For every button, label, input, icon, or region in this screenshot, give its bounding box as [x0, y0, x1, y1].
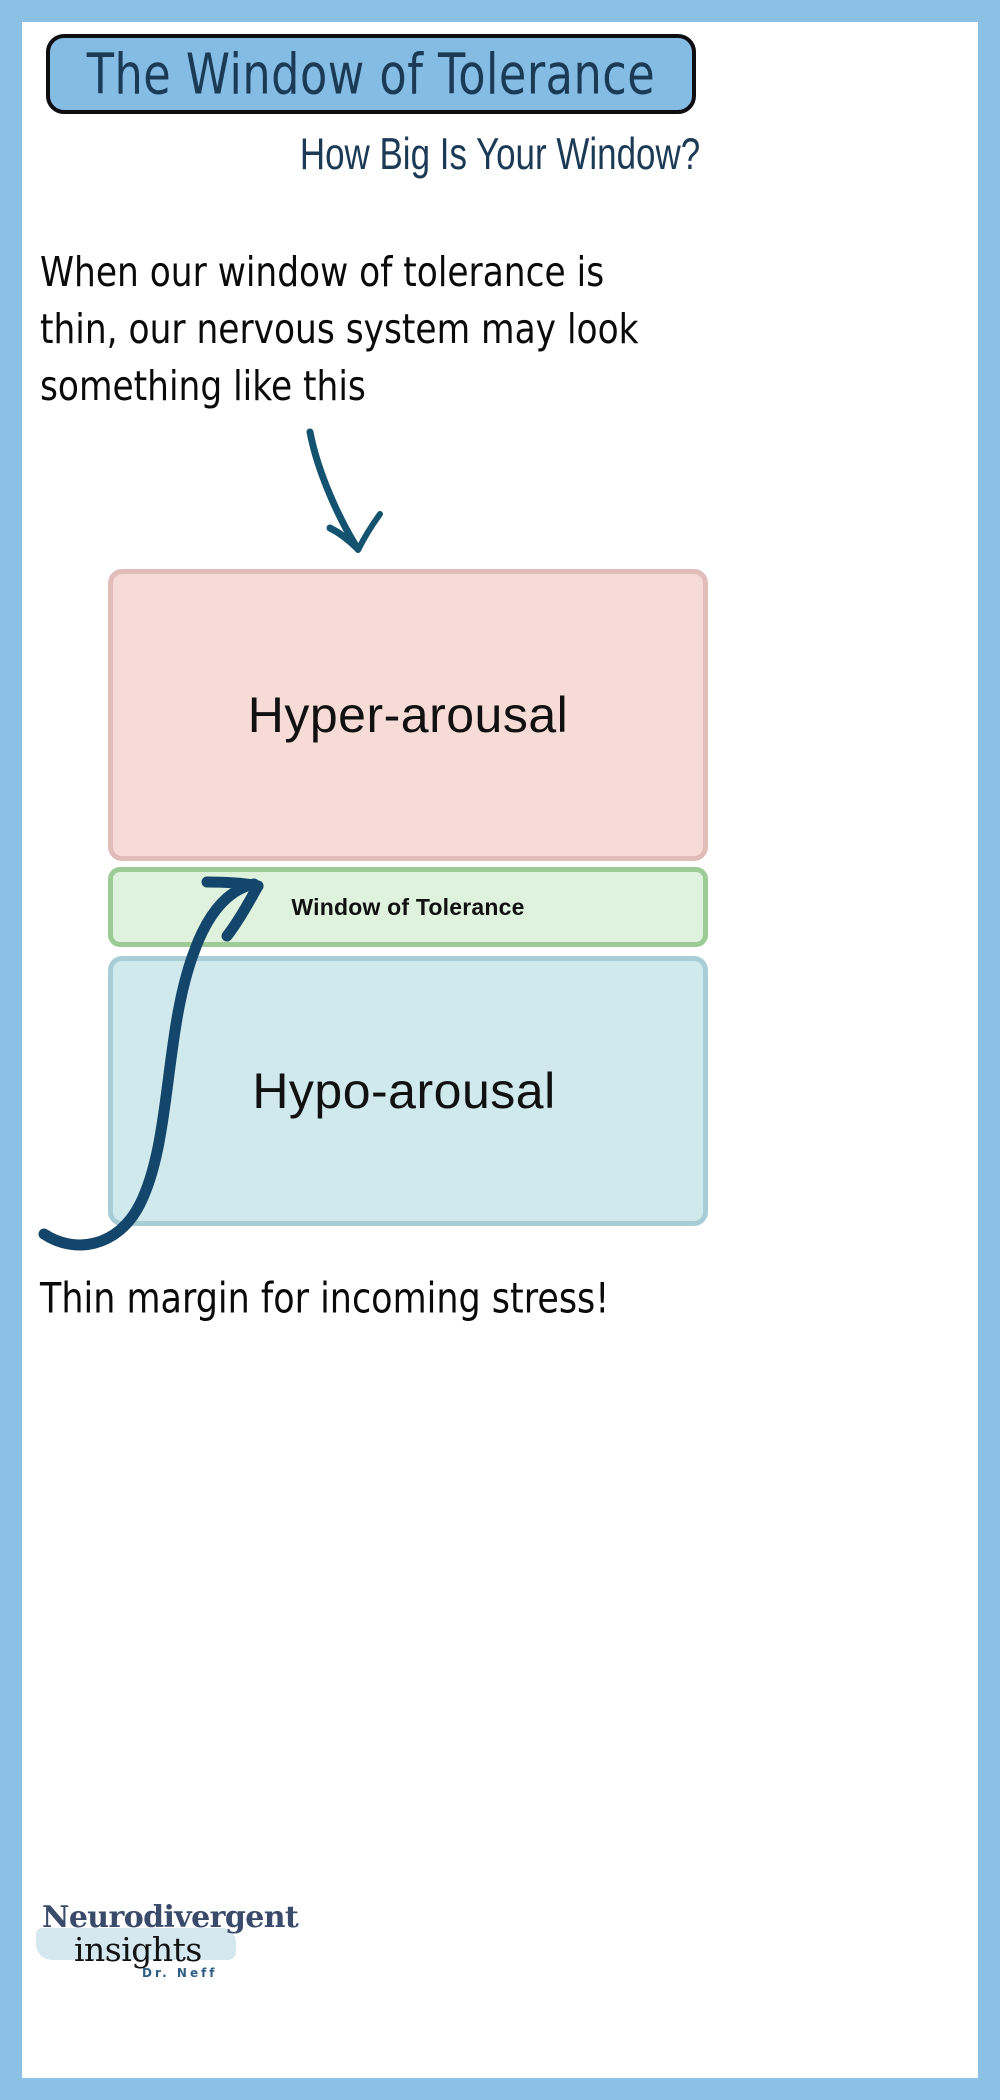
logo-brand-subname: insights	[74, 1930, 202, 1969]
logo-author: Dr. Neff	[142, 1966, 218, 1980]
zone-window-of-tolerance-label: Window of Tolerance	[291, 893, 525, 920]
bottom-caption: Thin margin for incoming stress!	[40, 1274, 610, 1323]
zone-hyper-arousal: Hyper-arousal	[108, 569, 708, 861]
intro-paragraph: When our window of tolerance is thin, ou…	[40, 248, 639, 411]
page-subtitle: How Big Is Your Window?	[299, 130, 701, 180]
zone-hyper-arousal-label: Hyper-arousal	[247, 687, 569, 743]
page-title-box: The Window of Tolerance	[46, 34, 696, 114]
logo-swash-icon	[36, 1928, 236, 1960]
poster-canvas: The Window of Tolerance How Big Is Your …	[22, 22, 978, 2078]
zone-hypo-arousal: Hypo-arousal	[108, 956, 708, 1226]
down-arrow-icon	[306, 428, 383, 553]
logo-brand-name: Neurodivergent	[42, 1900, 299, 1935]
zone-hypo-arousal-label: Hypo-arousal	[252, 1063, 556, 1119]
brand-logo: Neurodivergent insights Dr. Neff	[32, 1898, 332, 1988]
zone-window-of-tolerance: Window of Tolerance	[108, 867, 708, 947]
page-title: The Window of Tolerance	[86, 41, 656, 107]
